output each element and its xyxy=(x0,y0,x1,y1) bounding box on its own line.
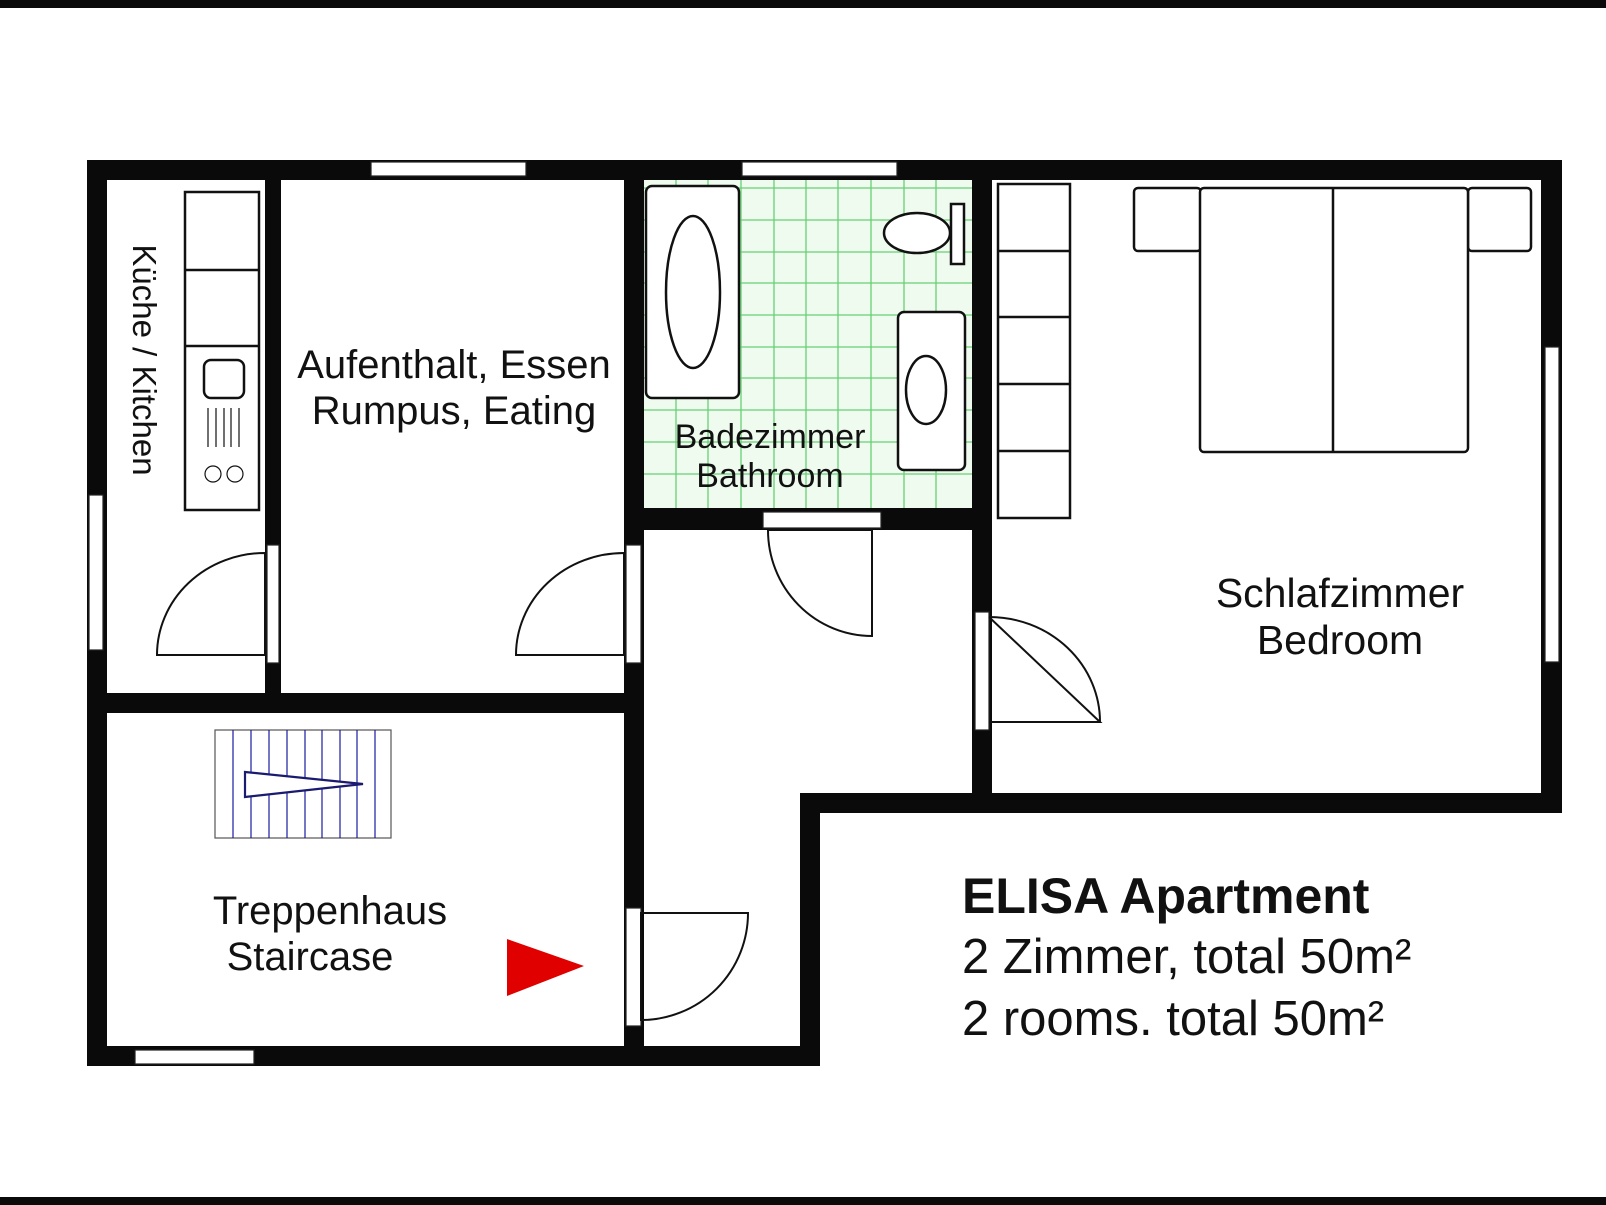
bedroom-label-en: Bedroom xyxy=(1256,617,1424,664)
bathroom-fixtures xyxy=(644,184,967,472)
kitchen-label-text: Küche / Kitchen xyxy=(125,244,163,476)
stair-direction-arrow-icon xyxy=(243,770,364,799)
toilet-tank-icon xyxy=(949,202,966,266)
window-living xyxy=(370,161,527,177)
door-entrance xyxy=(640,912,750,1022)
top-border xyxy=(0,0,1606,8)
kitchen-sink-stove xyxy=(202,358,246,483)
nightstand-icon xyxy=(1132,186,1203,253)
living-label-en: Rumpus, Eating xyxy=(311,389,597,433)
window-staircase xyxy=(134,1049,255,1065)
room-label-staircase: Treppenhaus Staircase xyxy=(180,888,480,980)
summary-de: 2 Zimmer, total 50m² xyxy=(962,930,1412,984)
sink-icon xyxy=(202,358,246,400)
drainboard-icon xyxy=(207,408,240,447)
room-label-bathroom: Badezimmer Bathroom xyxy=(650,418,890,496)
door-kitchen xyxy=(155,552,266,656)
window-bathroom xyxy=(741,161,898,177)
bathtub-basin-icon xyxy=(664,214,722,370)
door-bedroom xyxy=(988,616,1103,723)
apartment-title: ELISA Apartment xyxy=(962,868,1370,924)
window-kitchen xyxy=(88,494,104,651)
door-swings xyxy=(155,529,1103,1022)
room-label-bedroom: Schlafzimmer Bedroom xyxy=(1180,570,1500,664)
washbasin-icon xyxy=(904,354,948,426)
staircase-label-de: Treppenhaus xyxy=(212,889,448,933)
bathroom-label-de: Badezimmer xyxy=(674,418,866,456)
bedroom-furniture xyxy=(996,182,1533,520)
door-bathroom xyxy=(767,529,873,638)
burner-icon xyxy=(204,465,222,483)
apartment-info: ELISA Apartment 2 Zimmer, total 50m² 2 r… xyxy=(962,866,1411,1050)
windows xyxy=(88,161,1560,1065)
summary-en: 2 rooms. total 50m² xyxy=(962,992,1385,1046)
bottom-border xyxy=(0,1197,1606,1205)
room-label-living: Aufenthalt, Essen Rumpus, Eating xyxy=(284,342,624,434)
toilet-bowl-icon xyxy=(882,211,952,255)
bedroom-label-de: Schlafzimmer xyxy=(1215,570,1465,616)
nightstand-icon xyxy=(1466,186,1533,253)
staircase-label-en: Staircase xyxy=(226,935,394,979)
window-bedroom xyxy=(1544,346,1560,663)
living-label-de: Aufenthalt, Essen xyxy=(297,343,611,387)
door-living xyxy=(514,552,625,656)
wardrobe-icon xyxy=(996,182,1072,520)
red-arrow-icon xyxy=(507,939,584,996)
kitchen-counter xyxy=(183,190,261,512)
burner-icon xyxy=(226,465,244,483)
stairs-icon xyxy=(214,729,392,839)
bathroom-label-en: Bathroom xyxy=(696,457,844,496)
